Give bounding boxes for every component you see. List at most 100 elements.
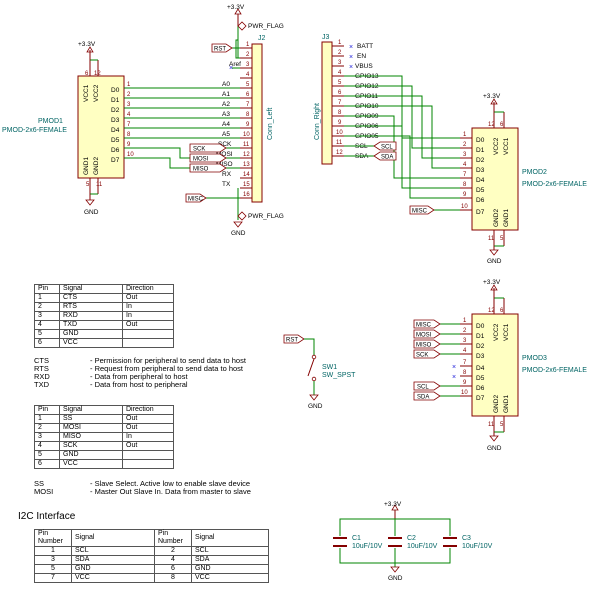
table-cell: 2 [34, 302, 60, 312]
pmod2-pinnum-11: 11 [488, 236, 495, 242]
table-cell: 1 [34, 293, 60, 303]
uart-pin-table: Pin Signal Direction 1 CTS Out 2 RTS In … [34, 284, 174, 348]
table-cell: 6 [154, 564, 192, 574]
pmod3-ref: PMOD3 [522, 355, 547, 362]
table-cell: CTS [59, 293, 123, 303]
wire-num-2: 2 [127, 92, 131, 98]
table-cell: SDA [191, 555, 269, 565]
pmod2-pinnum-3: 3 [463, 152, 467, 158]
j2-pin-9: 9 [246, 122, 250, 128]
j2-pin-3: 3 [246, 62, 250, 68]
label-scl-pmod3: SCL [413, 381, 441, 391]
label-sck-j2: SCK [189, 143, 227, 153]
label-sck-j2-text: SCK [193, 147, 205, 153]
pmod1-symbol: PMOD1 PMOD-2x6-FEMALE VCC1 VCC2 D0 D1 D2… [2, 60, 125, 194]
uart-note-key: RXD [34, 372, 50, 381]
uart-header-signal: Signal [59, 284, 123, 294]
net-tx: TX [222, 181, 231, 188]
table-cell: Out [122, 414, 174, 424]
capacitor-c1: C1 10uF/10V [333, 535, 383, 550]
label-sda-j3-text: SDA [381, 155, 393, 161]
c3-ref: C3 [462, 535, 471, 542]
table-cell: 3 [34, 555, 72, 565]
pmod2-pin-d7: D7 [476, 209, 485, 216]
j3-pin-3: 3 [338, 60, 342, 66]
pmod1-pin-d5: D5 [111, 137, 120, 144]
table-cell: GND [59, 450, 123, 460]
table-row: 4 SCK Out [34, 441, 174, 451]
table-cell: 6 [34, 459, 60, 469]
c1-value: 10uF/10V [352, 543, 383, 550]
pmod1-gnd-label: GND [84, 209, 99, 216]
j3-to-pmod2-wires [344, 75, 460, 211]
pmod2-pin-d4: D4 [476, 177, 485, 184]
i2c-pin-table: Pin Number Signal Pin Number Signal 1 SC… [34, 529, 269, 583]
label-misc-pmod2-text: MISC [412, 209, 428, 215]
table-cell: GND [59, 329, 123, 339]
pmod1-pin-gnd1: GND1 [83, 157, 90, 175]
uart-header-direction: Direction [122, 284, 174, 294]
pmod2-pin-gnd1: GND1 [503, 209, 510, 227]
j2-gnd-label: GND [231, 230, 246, 237]
spi-note-key: SS [34, 479, 45, 488]
uart-note: RTS- Request from peripheral to send dat… [34, 365, 246, 373]
pmod1-pin-d7: D7 [111, 157, 120, 164]
uart-note-key: CTS [34, 356, 49, 365]
j2-vcc-label: +3.3V [227, 4, 245, 11]
j2-pwrflag-bottom: PWR_FLAG [248, 213, 284, 220]
j2-pin-2: 2 [246, 52, 250, 58]
pmod3-pin-vcc1: VCC1 [503, 323, 510, 341]
table-row: 2 RTS In [34, 302, 174, 312]
table-cell: In [122, 432, 174, 442]
capacitor-c2: C2 10uF/10V [388, 535, 438, 550]
table-row: 1 SCL 2 SCL [34, 546, 269, 556]
pmod2-ref: PMOD2 [522, 169, 547, 176]
j3-pin-10: 10 [336, 130, 343, 136]
net-a2: A2 [222, 101, 230, 108]
pmod3-pin-d6: D6 [476, 385, 485, 392]
pmod3-wires: × × [440, 323, 460, 397]
pmod3-pinnum-3: 3 [463, 338, 467, 344]
pmod3-pinnum-2: 2 [463, 328, 467, 334]
wire-num-10: 10 [127, 152, 134, 158]
label-mosi-j2: MOSI [189, 153, 227, 163]
pmod3-power-symbol: +3.3V [483, 279, 504, 299]
table-row: 3 MISO In [34, 432, 174, 442]
table-cell: 8 [154, 573, 192, 583]
j3-pin-2: 2 [338, 50, 342, 56]
table-cell: In [122, 311, 174, 321]
j2-pin3-noconnect-icon: × [229, 65, 233, 72]
uart-note-text: - Data from host to peripheral [90, 380, 188, 389]
i2c-title: I2C Interface [18, 511, 76, 522]
table-cell: 6 [34, 338, 60, 348]
pmod3-pinnum-6: 6 [500, 308, 504, 314]
pmod1-pin-vcc1: VCC1 [83, 84, 90, 102]
uart-notes: CTS- Permission for peripheral to send d… [34, 357, 246, 389]
j2-pin-13: 13 [243, 162, 250, 168]
j3-pin-11: 11 [336, 140, 343, 146]
j3-ref: J3 [322, 34, 330, 41]
pmod2-pin-d0: D0 [476, 137, 485, 144]
j3-pin-5: 5 [338, 80, 342, 86]
pmod2-pin-gnd2: GND2 [493, 209, 500, 227]
table-cell: 2 [154, 546, 192, 556]
uart-note-key: TXD [34, 380, 49, 389]
label-scl-j3: SCL [373, 141, 397, 151]
j2-bottom-power: PWR_FLAG GND [231, 211, 284, 237]
label-rst-sw-text: RST [286, 338, 298, 344]
spi-note: MOSI- Master Out Slave In. Data from mas… [34, 488, 251, 496]
label-misc-j2-text: MISC [188, 197, 204, 203]
pmod3-pin-d2: D2 [476, 343, 485, 350]
pmod2-pin-d2: D2 [476, 157, 485, 164]
pmod3-pin-d5: D5 [476, 375, 485, 382]
pmod2-pinnum-4: 4 [463, 162, 467, 168]
table-row: 6 VCC [34, 338, 174, 348]
caps-vcc-label: +3.3V [384, 501, 402, 508]
pmod3-pin-d4: D4 [476, 365, 485, 372]
pmod2-pinnum-1: 1 [463, 132, 467, 138]
table-row: 5 GND [34, 329, 174, 339]
pmod1-pin-d0: D0 [111, 87, 120, 94]
label-misc-j2: MISC [185, 193, 207, 203]
pmod1-pin-d6: D6 [111, 147, 120, 154]
j2-pin-16: 16 [243, 192, 250, 198]
